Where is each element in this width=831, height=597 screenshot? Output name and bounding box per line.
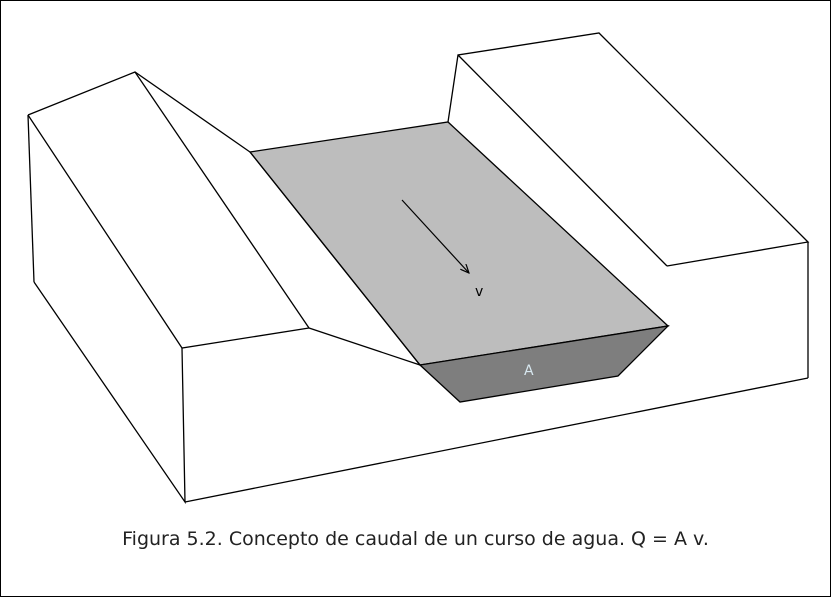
figure-caption: Figura 5.2. Concepto de caudal de un cur… <box>122 528 709 550</box>
area-label: A <box>524 363 534 379</box>
velocity-arrow <box>401 199 469 273</box>
velocity-label: v <box>475 284 483 300</box>
cross-section-area <box>418 325 670 403</box>
channel-outline <box>27 32 810 505</box>
